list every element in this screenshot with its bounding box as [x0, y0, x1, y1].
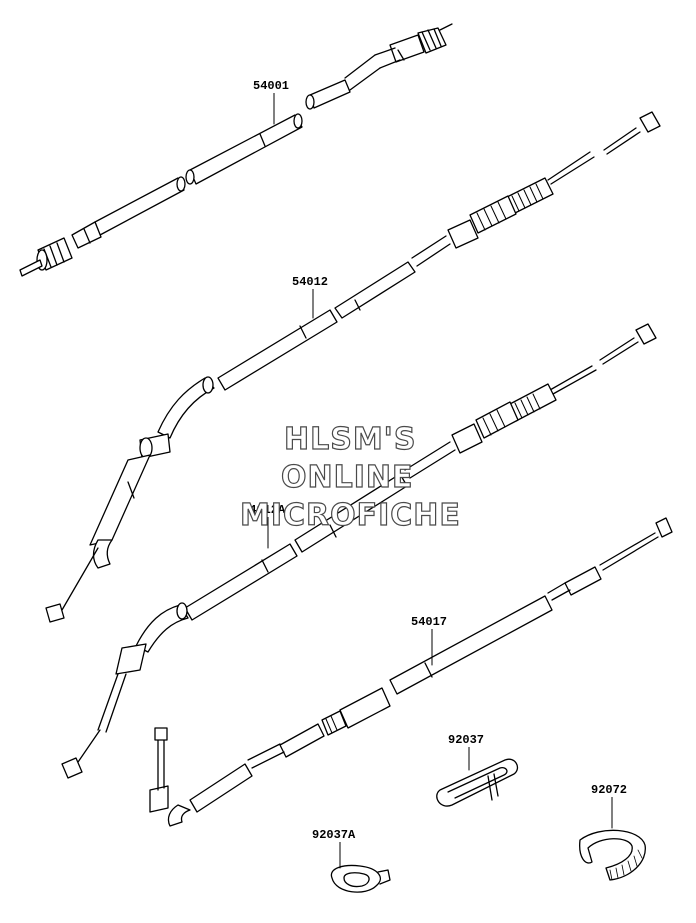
watermark-line-1: HLSM'S [283, 422, 417, 457]
throttle-cable-54012A[interactable] [61, 323, 657, 779]
part-label-54017: 54017 [411, 615, 448, 629]
watermark-line-3: MICROFICHE [239, 498, 461, 533]
cable-54017[interactable] [149, 517, 673, 827]
part-label-92037: 92037 [448, 733, 485, 747]
throttle-cable-54012[interactable] [45, 111, 661, 623]
leader-lines [267, 92, 613, 869]
part-label-54012A: 54012A [242, 503, 286, 517]
clamp-92037A[interactable] [330, 864, 391, 893]
part-label-54012: 54012 [292, 275, 329, 289]
clip-92037[interactable] [436, 758, 519, 807]
watermark-line-2: ONLINE [280, 460, 414, 495]
part-label-54001: 54001 [253, 79, 290, 93]
band-92072[interactable] [579, 829, 646, 881]
part-label-92072: 92072 [591, 783, 628, 797]
speedometer-cable-54001[interactable] [19, 23, 453, 277]
part-label-92037A: 92037A [312, 828, 356, 842]
